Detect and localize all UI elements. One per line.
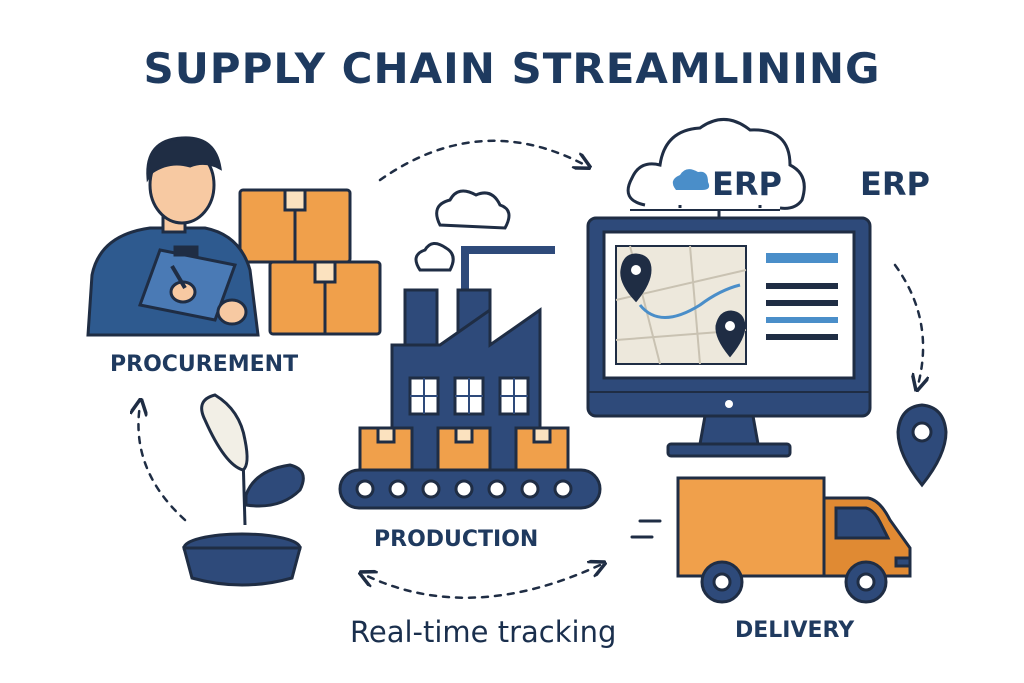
- conveyor-belt-icon: [338, 426, 602, 510]
- map-pin-icon: [896, 403, 948, 488]
- real-time-tracking-label: Real-time tracking: [350, 615, 617, 649]
- delivery-label: DELIVERY: [735, 618, 855, 643]
- arrow-procurement-to-erp: [378, 139, 585, 182]
- delivery-truck-icon: [676, 476, 912, 604]
- page-title: SUPPLY CHAIN STREAMLINING: [143, 44, 881, 93]
- factory-icon: [390, 246, 555, 472]
- plant-icon: [182, 393, 305, 587]
- erp-cloud-label: ERP: [712, 165, 782, 203]
- procurement-label: PROCUREMENT: [110, 352, 299, 377]
- speed-lines: [630, 519, 662, 539]
- erp-label: ERP: [860, 165, 930, 203]
- cloud-icon: [626, 118, 806, 218]
- arrow-erp-to-pin: [893, 263, 923, 385]
- person-with-clipboard-icon: [86, 136, 260, 337]
- smoke-cloud-icon: [414, 189, 511, 272]
- monitor-icon: [586, 216, 872, 458]
- production-label: PRODUCTION: [374, 527, 539, 552]
- arrow-tracking-loop: [365, 565, 600, 599]
- boxes-icon: [238, 188, 382, 336]
- arrow-plant-to-procurement: [138, 405, 187, 522]
